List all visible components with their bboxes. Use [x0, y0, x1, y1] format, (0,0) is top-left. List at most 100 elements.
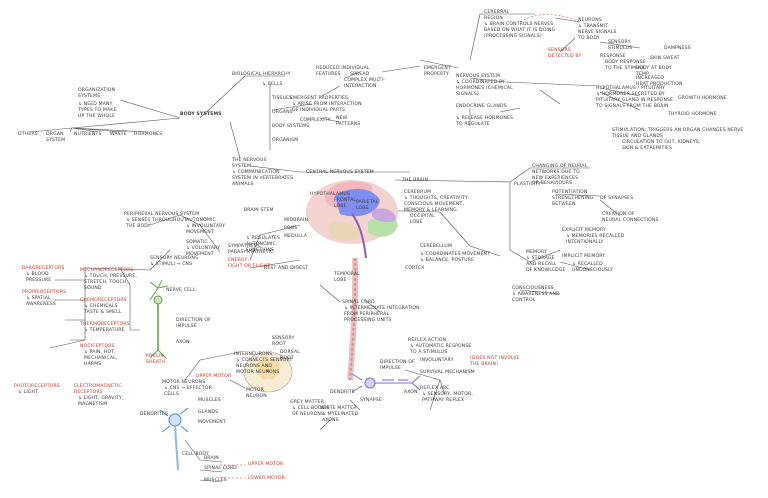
brain-label: THE BRAIN [402, 178, 429, 183]
photo-note: ↳ LIGHT [18, 390, 39, 395]
dorsal-label: DORSAL ROOT [280, 350, 300, 361]
baroreceptors-label: BARORECEPTORS [22, 266, 65, 271]
photoreceptors-label: PHOTORECEPTORS [14, 384, 60, 389]
new-patterns-label: NEW PATTERNS [336, 116, 361, 127]
white-label: WHITE MATTER [320, 406, 357, 411]
proprio-note: ↳ SPATIAL AWARENESS [26, 296, 56, 307]
reduced-label: REDUCED INDIVIDUAL FEATURES [316, 66, 370, 77]
electro-note: ↳ LIGHT, GRAVITY, MAGNETISM [78, 396, 124, 407]
baro-note: ↳ BLOOD PRESSURE [26, 272, 52, 283]
occipital-label: OCCIPITAL LOBE [410, 214, 436, 225]
others-label: OTHERS [18, 132, 38, 137]
nutrients-label: NUTRIENTS [74, 132, 102, 137]
movement-label: MOVEMENT [198, 420, 226, 425]
cortex-label: CORTEX [405, 266, 425, 271]
skin-sweat-label: SKIN SWEAT [650, 56, 680, 61]
sensors-label: SENSORS DETECTED BY [548, 48, 582, 59]
storage-label: ↳ STORAGE AND RECALL OF KNOWLEDGE [526, 256, 566, 273]
white-note: ↳ MYELINATED AXONS [322, 412, 359, 423]
spinal-cord-small-label: SPINAL CORD [204, 466, 237, 471]
hypothalamus-label: HYPOTHALAMUS [310, 192, 350, 197]
parietal-label: PARIETAL LOBE [356, 200, 379, 211]
dendrite-dir-label: DIRECTION OF IMPULSE [380, 360, 415, 371]
nervous-system-note: ↳ COMMUNICATION SYSTEM IN VERTEBRATES AN… [232, 170, 294, 187]
lower-motor-label: LOWER MOTOR [248, 476, 285, 481]
body-response-label: BODY RESPONSE TO THE STIMULI [605, 60, 646, 71]
pituitary-note: ↳ HORMONES SECRETED BY PITUITARY GLAND I… [596, 92, 674, 109]
plasticity-note: CHANGING OF NEURAL NETWORKS DUE TO NEW E… [532, 164, 588, 187]
glands-label: GLANDS [198, 410, 219, 415]
sympathetic-note: ENERGY, FIGHT OR FLIGHT [228, 258, 271, 269]
emergent-label: EMERGENT PROPERTIES [290, 96, 349, 101]
interneurons-note: ↳ CONNECTS SENSORY NEURONS AND MOTOR NEU… [236, 358, 293, 375]
potentiation-label: POTENTIATION STRENGTHENING BETWEEN [552, 190, 594, 207]
neuron-right [351, 373, 421, 393]
implicit-label: IMPLICIT MEMORY [562, 254, 606, 259]
sympathetic-label: SYMPATHETIC PARASYMPATHETIC [228, 244, 274, 255]
reflex-note: ↳ AUTOMATIC RESPONSE TO A STIMULUS [410, 344, 472, 355]
spinal-cord-label: SPINAL CORD [342, 300, 375, 305]
direction-label: DIRECTION OF IMPULSE [176, 318, 211, 329]
increased-heat-label: INCREASED HEAT PRODUCTION [636, 76, 683, 87]
noci-note: ↳ PAIN, HOT, MECHANICAL, HARMS [84, 350, 118, 367]
synapses-label: OF SYNAPSES [600, 196, 634, 201]
explicit-note: ↳ MEMORIES RECALLED INTENTIONALLY [566, 234, 625, 245]
muscles-label: MUSCLES [198, 398, 221, 403]
stimulation-label: STIMULATION: TRIGGERS AN ORGAN CHANGES N… [612, 128, 744, 139]
organism-label: ORGANISM [272, 138, 299, 143]
muscles-small-label: MUSCLES [204, 478, 227, 483]
proprioceptors-label: PROPRIOCEPTORS [22, 290, 67, 295]
memory-label: MEMORY [526, 250, 548, 255]
interneurons-label: INTERNEURONS [234, 352, 273, 357]
dashed-lines [220, 14, 581, 479]
emergent-note: ↳ ARISE FROM INTERACTION OF INDIVIDUAL P… [292, 102, 362, 113]
nervous-control-label: NERVOUS SYSTEM [456, 74, 501, 79]
synapse-label: SYNAPSE [360, 398, 382, 403]
thermo-note: ↳ TEMPERATURE [84, 328, 125, 333]
awareness-label: ↳ AWARENESS AND CONTROL [512, 292, 560, 303]
spinal-column [347, 257, 359, 381]
electroreceptors-label: ELECTROMAGNETIC RECEPTORS [74, 384, 122, 395]
brain-small-label: BRAIN [204, 456, 219, 461]
midbrain-label: MIDBRAIN [284, 218, 309, 223]
waste-label: WASTE [110, 132, 127, 137]
somatic-label: SOMATIC [186, 240, 208, 245]
reflex-arc-note: ↳ SENSORY, MOTOR, PATHWAY REFLEX [422, 392, 473, 403]
bio-hierarchy-label: BIOLOGICAL HIERARCHY [232, 72, 291, 77]
motor-neurons-label: MOTOR NEURONS [162, 380, 206, 385]
consciousness-label: CONSCIOUSNESS [512, 286, 554, 291]
complexity-label: COMPLEXITY [300, 118, 331, 123]
organization-label: ORGANIZATION SYSTEMS [78, 88, 116, 99]
implicit-note: ↳ RECALLED UNCONSCIOUSLY [572, 262, 614, 273]
dampness-label: DAMPNESS [664, 46, 691, 51]
without-brain-label: (DOES NOT INVOLVE THE BRAIN) [470, 356, 520, 367]
cells-label: ↳ CELLS [262, 82, 283, 87]
autonomic-label: AUTONOMIC [186, 218, 216, 223]
cerebellum-note: ↳ COORDINATES MOVEMENT ↳ BALANCE, POSTUR… [420, 252, 491, 263]
brainstem-note: ↳ REGULATES AUTONOMIC FUNCTIONS [246, 236, 281, 253]
body-temp-label: BODY AT BODY TEMP [636, 66, 672, 77]
mechanoreceptors-label: MECHANORECEPTORS [80, 268, 134, 273]
motor-neuron [159, 407, 189, 471]
sensory-stim-label: SENSORY STIMULUS [608, 40, 633, 51]
brainstem-label: BRAIN STEM [244, 208, 274, 213]
motor-root-label: MOTOR NEURON [246, 388, 267, 399]
chemo-note: ↳ CHEMICALS TASTE & SMELL [84, 304, 122, 315]
involuntary-label: INVOLUNTARY [420, 358, 454, 363]
somatic-note: ↳ VOLUNTARY MOVEMENT [186, 246, 221, 257]
endocrine-label: ENDOCRINE GLANDS [456, 104, 507, 109]
pons-label: PONS [284, 226, 298, 231]
cerebrum-label: CEREBRUM [404, 190, 432, 195]
nociceptors-label: NOCICEPTORS [80, 344, 115, 349]
sensory-note: ↳ STIMULI → CNS [150, 262, 193, 267]
sensory-neurons-label: SENSORY NEURONS [150, 256, 199, 261]
grey-label: GREY MATTER [290, 400, 324, 405]
cerebral-label: CEREBRAL REGION [484, 10, 510, 21]
peripheral-label: PERIPHERAL NERVOUS SYSTEM [124, 212, 200, 217]
spinal-note: ↳ INTERMEDIATE INTEGRATION FROM PERIPHER… [344, 306, 420, 323]
mechano-note: ↳ TOUCH, PRESSURE, STRETCH, TOUCH, SOUND [84, 274, 137, 291]
emergent-prop-label: EMERGENT PROPERTY [424, 66, 451, 77]
plasticity-label: PLASTICITY [514, 182, 542, 187]
nervous-control-note: ↳ COORDINATED BY HORMONES (CHEMICAL SIGN… [456, 80, 513, 97]
